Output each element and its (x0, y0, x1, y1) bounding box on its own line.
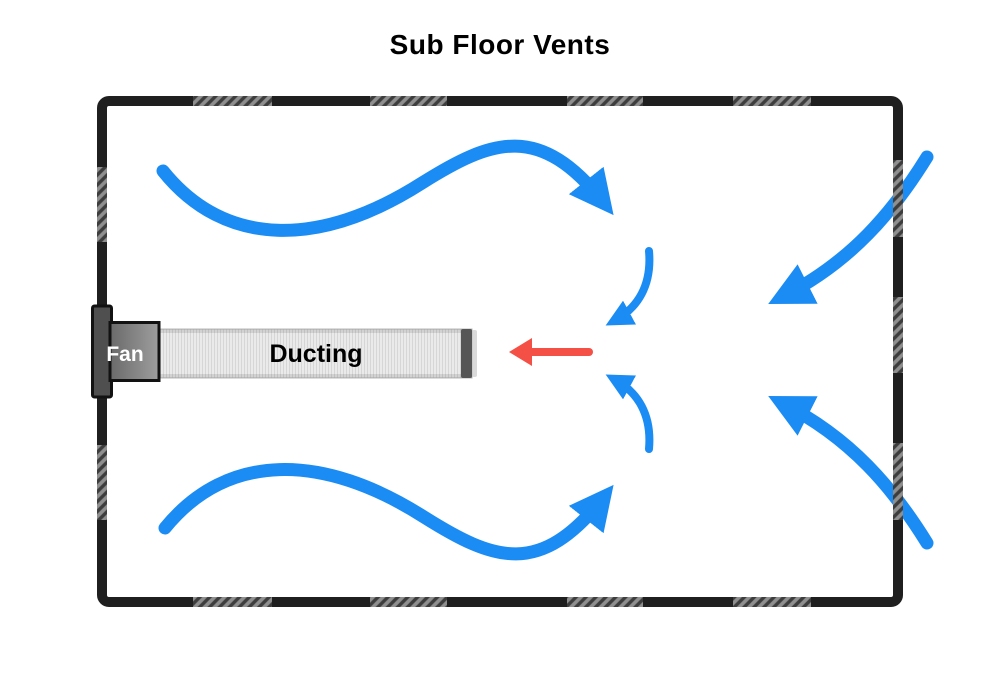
fan-housing (108, 321, 161, 382)
vent-opening-left (97, 167, 107, 242)
page-title: Sub Floor Vents (390, 29, 611, 60)
fan-label: Fan (106, 343, 143, 366)
vent-opening-bottom (370, 597, 447, 607)
ducting: Ducting (158, 328, 477, 379)
vents-left (97, 167, 107, 520)
vent-opening-bottom (567, 597, 643, 607)
duct-end-cap (461, 329, 472, 378)
vent-opening-right (893, 297, 903, 373)
vent-opening-top (733, 96, 811, 106)
vent-opening-left (97, 445, 107, 520)
duct-end-shadow (472, 330, 477, 377)
duct-bottom-shade (159, 374, 472, 378)
vents-right (893, 160, 903, 520)
vents-top (193, 96, 811, 106)
airflow-arrow-bottom-left-icon (158, 463, 614, 561)
fan-unit: Fan (91, 304, 161, 399)
vent-opening-top (193, 96, 272, 106)
airflow-arrow-inlet-lower-icon (605, 374, 654, 453)
airflow-arrow-inlet-upper-icon (605, 247, 654, 326)
exhaust-arrow-icon (509, 338, 593, 366)
airflow-arrows (156, 139, 934, 561)
vent-opening-top (370, 96, 447, 106)
airflow-arrow-top-right-icon (768, 150, 934, 305)
airflow-arrow-bottom-right-icon (768, 395, 934, 550)
duct-label: Ducting (269, 340, 362, 368)
vent-opening-bottom (193, 597, 272, 607)
vent-opening-right (893, 443, 903, 520)
airflow-arrow-top-left-icon (156, 139, 614, 237)
duct-top-shade (159, 329, 472, 333)
vent-opening-bottom (733, 597, 811, 607)
vent-opening-right (893, 160, 903, 237)
vents-bottom (193, 597, 811, 607)
vent-opening-top (567, 96, 643, 106)
exhaust-arrow-head (509, 338, 532, 366)
